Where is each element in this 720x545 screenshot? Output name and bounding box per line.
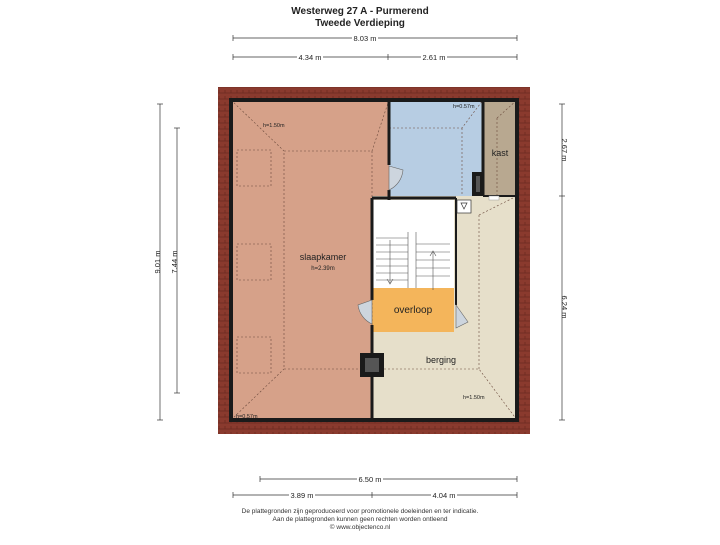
label-slaapkamer-height: h=2.39m [311, 266, 335, 272]
doors [357, 165, 469, 329]
dim-bottom-right: 4.04 m [433, 491, 456, 500]
footer-line-1: De plattegronden zijn geproduceerd voor … [241, 508, 479, 515]
dim-left-outer: 9.01 m [153, 251, 162, 274]
dimension-bottom [232, 476, 518, 498]
dim-left-inner: 7.44 m [170, 251, 179, 274]
dim-bottom-left: 3.89 m [291, 491, 314, 500]
dim-bg [431, 489, 457, 500]
dim-bottom-total: 6.50 m [359, 475, 382, 484]
dim-bg [357, 473, 383, 484]
shaft-inner [476, 176, 480, 192]
label-overloop: overloop [394, 305, 433, 316]
room-bathroom [389, 100, 483, 196]
height-bedroom-bottom: h=0.57m [236, 414, 258, 420]
dimension-left [157, 103, 180, 421]
title-block: Westerweg 27 A - Purmerend Tweede Verdie… [0, 6, 720, 30]
label-berging: berging [426, 355, 456, 365]
dimension-right [559, 103, 565, 421]
toilet-bowl [460, 202, 468, 210]
dim-bg [421, 51, 447, 62]
footer-line-2: Aan de plattegronden kunnen geen rechten… [272, 516, 448, 523]
chimney-inner [365, 358, 379, 372]
height-bedroom-top: h=1.50m [263, 123, 285, 129]
dim-top-total: 8.03 m [354, 34, 377, 43]
address-title: Westerweg 27 A - Purmerend [291, 6, 429, 17]
stairs [376, 232, 450, 290]
room-kast [483, 100, 517, 196]
dim-bg [352, 32, 378, 43]
height-berging-bottom: h=1.50m [463, 395, 485, 401]
height-bath-top: h=0.57m [453, 104, 475, 110]
room-overloop [372, 288, 454, 332]
dim-right-bottom: 6.24 m [560, 296, 569, 319]
footer-line-3: © www.objectenco.nl [329, 524, 391, 531]
toilet-icon [456, 199, 472, 214]
floor-title: Tweede Verdieping [315, 18, 405, 29]
label-kast: kast [492, 148, 509, 158]
dim-right-top: 2.67 m [560, 139, 569, 162]
dim-top-right: 2.61 m [423, 53, 446, 62]
footer: De plattegronden zijn geproduceerd voor … [0, 508, 720, 532]
dim-top-left: 4.34 m [299, 53, 322, 62]
dim-bg [297, 51, 323, 62]
label-slaapkamer: slaapkamer [300, 252, 347, 262]
window-mark [488, 195, 500, 201]
dim-bg [289, 489, 315, 500]
